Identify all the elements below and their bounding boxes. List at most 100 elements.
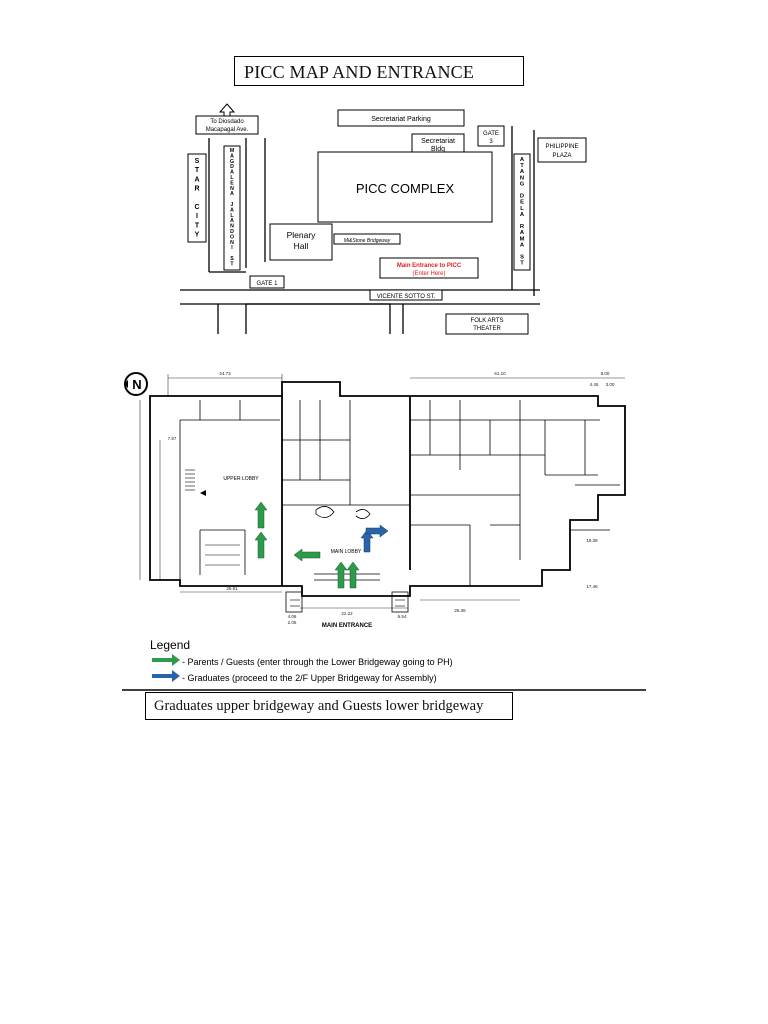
legend-item-guests: - Parents / Guests (enter through the Lo… — [152, 654, 453, 667]
magdalena-letter: M — [230, 148, 234, 154]
dim-bl-a: 4.06 — [288, 614, 297, 619]
gate3-box — [477, 125, 505, 147]
legend-heading: Legend — [150, 638, 190, 652]
atang-letter: T — [520, 163, 524, 169]
left-arrow-icon — [200, 490, 206, 496]
folk-arts-label-1: FOLK ARTS — [471, 318, 504, 324]
magdalena-st-box — [223, 145, 241, 271]
dim-top-left: 24.73 — [219, 371, 231, 376]
star-city-box — [187, 153, 207, 243]
dim-far-right: 8.00 — [601, 371, 610, 376]
atang-letter: E — [520, 200, 524, 206]
main-lobby-label: MAIN LOBBY — [331, 549, 362, 555]
dim-bottom-b: 22.22 — [341, 611, 353, 616]
dim-right-a: 18.38 — [586, 538, 598, 543]
philippine-plaza-label-2: PLAZA — [552, 153, 571, 159]
gate1-label: GATE 1 — [257, 281, 279, 287]
magdalena-letter: A — [230, 191, 234, 197]
bridgeway-box — [333, 233, 401, 245]
north-arrow-icon: N — [124, 372, 148, 396]
to-diosdado-label-2: Macapagal Ave. — [206, 127, 249, 133]
atang-letter: N — [520, 175, 524, 181]
guest-arrow-up-1 — [254, 501, 268, 529]
dim-bl-b: 2.05 — [288, 620, 297, 625]
green-arrow-icon — [152, 654, 180, 666]
secretariat-bldg-label-2: Bldg — [431, 146, 445, 153]
main-entrance-label-2: (Enter Here) — [412, 271, 445, 277]
guest-arrow-left — [293, 548, 321, 562]
magdalena-letter: N — [230, 186, 234, 192]
star-city-letter: T — [195, 167, 200, 174]
atang-letter: A — [520, 212, 525, 218]
dim-small-a: 4.45 — [590, 382, 599, 387]
secretariat-bldg-label-1: Secretariat — [421, 138, 455, 145]
to-diosdado-box — [195, 115, 259, 135]
atang-letter: A — [520, 169, 525, 175]
magdalena-letter: G — [230, 159, 234, 165]
gate1-box — [249, 275, 285, 289]
magdalena-letter: D — [230, 164, 234, 170]
atang-letter: T — [520, 261, 524, 267]
legend-item-graduates: - Graduates (proceed to the 2/F Upper Br… — [152, 670, 437, 683]
dim-br-a: 6.54 — [398, 614, 407, 619]
atang-letter: A — [520, 242, 525, 248]
picc-complex-label: PICC COMPLEX — [356, 181, 455, 196]
to-diosdado-label-1: To Diosdado — [210, 119, 244, 125]
gate3-label-1: GATE — [483, 131, 499, 137]
dim-left-a: 7.57 — [168, 436, 177, 441]
plenary-hall-box — [269, 223, 333, 261]
guest-arrow-up-4 — [346, 561, 360, 589]
star-city-letter: C — [194, 204, 199, 211]
legend-graduates-label: - Graduates (proceed to the 2/F Upper Br… — [182, 673, 437, 683]
upper-lobby-label: UPPER LOBBY — [223, 476, 259, 482]
atang-letter: L — [520, 206, 524, 212]
main-entrance-plan-label: MAIN ENTRANCE — [322, 623, 372, 629]
magdalena-letter: O — [230, 234, 234, 240]
magdalena-letter: A — [230, 170, 234, 176]
atang-dela-rama-box — [513, 153, 531, 271]
dim-bottom-c: 26.36 — [454, 608, 466, 613]
magdalena-letter: L — [230, 213, 234, 219]
magdalena-letter: D — [230, 229, 234, 235]
magdalena-letter: A — [230, 153, 234, 159]
floor-plan: N — [118, 368, 646, 692]
guest-arrow-up-2 — [254, 531, 268, 559]
guest-arrow-up-3 — [334, 561, 348, 589]
dim-bottom-a: 26.81 — [226, 586, 238, 591]
main-entrance-box — [379, 257, 479, 279]
graduate-arrow-right — [365, 524, 389, 538]
vicente-sotto-label: VICENTE SOTTO ST. — [377, 294, 436, 300]
page-title: PICC MAP AND ENTRANCE — [234, 56, 524, 86]
atang-letter: G — [520, 181, 525, 187]
dim-right-b: 17.46 — [586, 584, 598, 589]
legend-guests-label: - Parents / Guests (enter through the Lo… — [182, 657, 453, 667]
atang-letter: S — [520, 255, 524, 261]
magdalena-letter: I — [231, 245, 233, 251]
caption: Graduates upper bridgeway and Guests low… — [145, 692, 513, 720]
magdalena-letter: A — [230, 218, 234, 224]
folk-arts-label-2: THEATER — [473, 326, 501, 332]
vicente-sotto-box — [369, 289, 443, 301]
secretariat-parking-label: Secretariat Parking — [371, 116, 431, 123]
philippine-plaza-box — [537, 137, 587, 163]
star-city-letter: Y — [195, 232, 200, 239]
bridgeway-label: Mi&Stone Bridgeway — [344, 238, 391, 244]
atang-letter: R — [520, 224, 525, 230]
magdalena-letter: L — [230, 175, 234, 181]
magdalena-letter: T — [230, 261, 234, 267]
north-label: N — [132, 377, 141, 392]
folk-arts-box — [445, 313, 529, 335]
atang-letter: M — [520, 236, 525, 242]
magdalena-letter: E — [230, 180, 234, 186]
star-city-letter: I — [196, 213, 198, 220]
atang-letter: A — [520, 230, 525, 236]
street-map: To Diosdado Macapagal Ave. Secretariat P… — [180, 103, 587, 335]
magdalena-letter: J — [231, 202, 234, 208]
star-city-letter: A — [194, 176, 199, 183]
dim-top-right: 61.10 — [494, 371, 506, 376]
plenary-hall-label-2: Hall — [294, 241, 309, 251]
picc-complex-box — [317, 151, 493, 223]
